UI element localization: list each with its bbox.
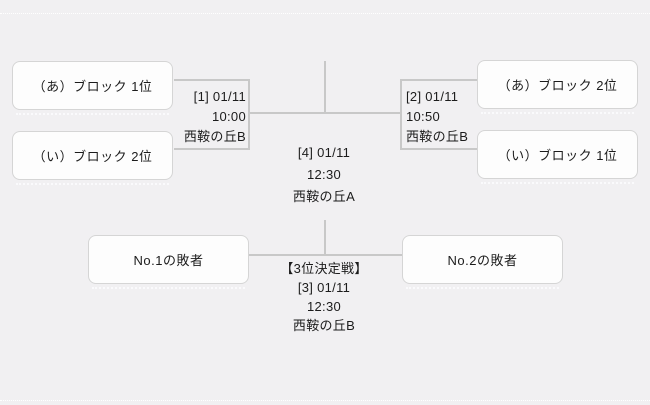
match-3-info: 【3位決定戦】 [3] 01/11 12:30 西鞍の丘B: [250, 259, 398, 335]
match-1-venue: 西鞍の丘B: [183, 129, 246, 144]
team-label: No.1の敗者: [133, 253, 204, 268]
match-4-info: [4] 01/11 12:30 西鞍の丘A: [258, 142, 390, 208]
match-1-info: [1] 01/11 10:00 西鞍の丘B: [160, 87, 246, 147]
team-label: （い）ブロック 2位: [32, 149, 153, 164]
team-box-no1-loser: No.1の敗者: [88, 235, 249, 289]
match-1-time: 10:00: [211, 109, 246, 124]
top-dotted-rule: [0, 13, 650, 14]
connector-third-winner-stub: [324, 220, 326, 256]
connector-left-vertical: [248, 79, 250, 150]
connector-right-top: [400, 79, 477, 81]
connector-right-vertical: [400, 79, 402, 150]
connector-right-bottom: [400, 148, 477, 150]
team-box-i-block-2nd: （い）ブロック 2位: [12, 131, 173, 185]
match-4-time: 12:30: [306, 167, 342, 182]
team-box-a-block-2nd: （あ）ブロック 2位: [477, 60, 638, 114]
match-1-id-date: [1] 01/11: [193, 89, 246, 104]
match-3-id-date: [3] 01/11: [297, 280, 351, 295]
match-4-venue: 西鞍の丘A: [292, 189, 356, 204]
connector-left-top: [174, 79, 250, 81]
match-2-id-date: [2] 01/11: [406, 89, 459, 104]
match-3-venue: 西鞍の丘B: [292, 318, 356, 333]
match-4-id-date: [4] 01/11: [297, 145, 351, 160]
match-2-venue: 西鞍の丘B: [406, 129, 469, 144]
team-box-a-block-1st: （あ）ブロック 1位: [12, 61, 173, 115]
match-3-time: 12:30: [306, 299, 342, 314]
connector-left-bottom: [174, 148, 250, 150]
team-label: （あ）ブロック 1位: [32, 79, 153, 94]
match-2-time: 10:50: [406, 109, 441, 124]
bottom-dotted-rule: [0, 400, 650, 401]
connector-final-winner-stub: [324, 61, 326, 114]
team-label: （あ）ブロック 2位: [497, 78, 618, 93]
team-label: （い）ブロック 1位: [497, 148, 618, 163]
team-label: No.2の敗者: [447, 253, 518, 268]
match-2-info: [2] 01/11 10:50 西鞍の丘B: [406, 87, 496, 147]
match-3-title: 【3位決定戦】: [280, 261, 368, 276]
team-box-no2-loser: No.2の敗者: [402, 235, 563, 289]
team-box-i-block-1st: （い）ブロック 1位: [477, 130, 638, 184]
